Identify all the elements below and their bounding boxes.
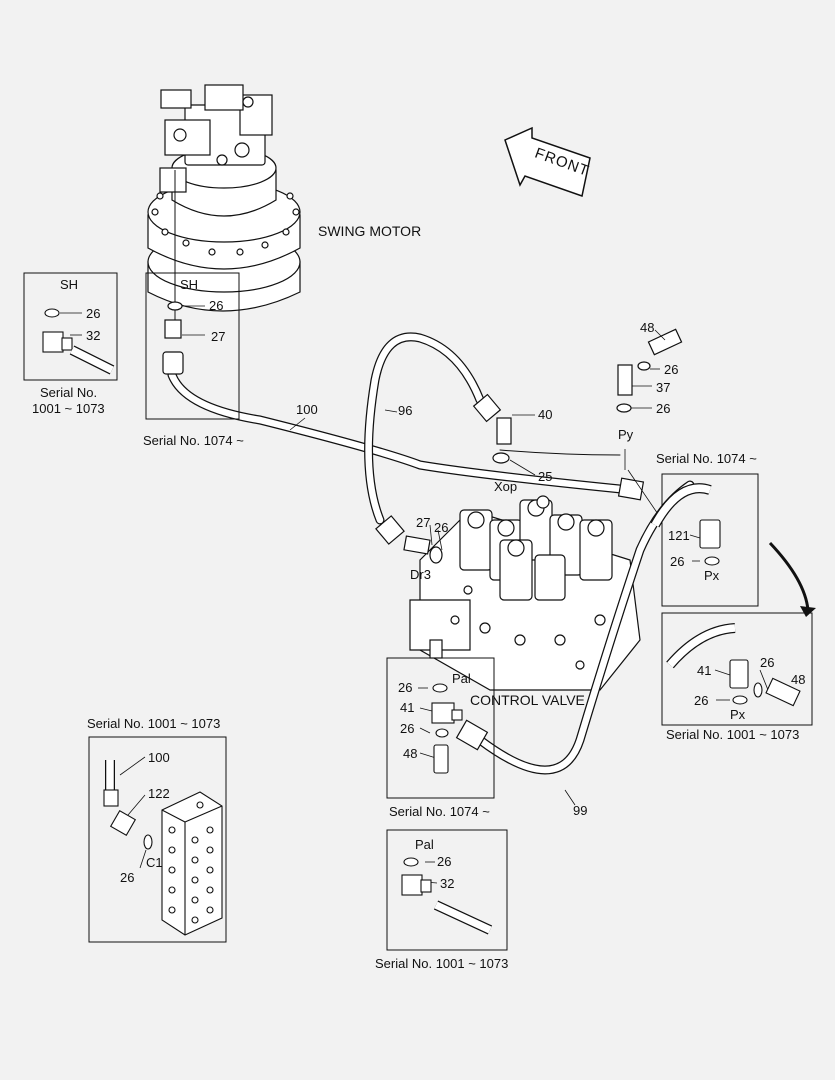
inset-boxes bbox=[23, 272, 813, 951]
inset-pal-1001 bbox=[386, 829, 508, 951]
callout-hose-96: 96 bbox=[398, 403, 412, 418]
callout-motor-27: 27 bbox=[211, 329, 225, 344]
caption-sh-inset-line2: 1001 ~ 1073 bbox=[32, 401, 105, 416]
callout-fitting-40: 40 bbox=[538, 407, 552, 422]
leader-lines bbox=[60, 305, 791, 884]
callout-pal1001-26: 26 bbox=[437, 854, 451, 869]
swing-motor-label: SWING MOTOR bbox=[318, 223, 421, 239]
port-pal-1074: Pal bbox=[452, 671, 471, 686]
callout-c1-122: 122 bbox=[148, 786, 170, 801]
caption-px-1074: Serial No. 1074 ~ bbox=[656, 451, 757, 466]
inset-sh-1074 bbox=[145, 272, 240, 420]
callout-c1-100: 100 bbox=[148, 750, 170, 765]
port-c1: C1 bbox=[146, 855, 163, 870]
callout-px1074-26: 26 bbox=[670, 554, 684, 569]
callout-py-37: 37 bbox=[656, 380, 670, 395]
caption-sh-inset-line1: Serial No. bbox=[40, 385, 97, 400]
control-valve bbox=[409, 495, 641, 691]
port-dr3: Dr3 bbox=[410, 567, 431, 582]
callout-py-48: 48 bbox=[640, 320, 654, 335]
caption-px-1001: Serial No. 1001 ~ 1073 bbox=[666, 727, 799, 742]
port-px-1074: Px bbox=[704, 568, 720, 583]
port-py: Py bbox=[618, 427, 634, 442]
caption-c1: Serial No. 1001 ~ 1073 bbox=[87, 716, 220, 731]
inset-pal-1074 bbox=[386, 657, 495, 799]
callout-sh-inset-26: 26 bbox=[86, 306, 100, 321]
callout-motor-26: 26 bbox=[209, 298, 223, 313]
callout-pal1001-32: 32 bbox=[440, 876, 454, 891]
caption-pal-1074: Serial No. 1074 ~ bbox=[389, 804, 490, 819]
callout-oring-25: 25 bbox=[538, 469, 552, 484]
callout-hose-100: 100 bbox=[296, 402, 318, 417]
port-px-1001: Px bbox=[730, 707, 746, 722]
front-arrow: FRONT bbox=[504, 126, 592, 197]
callout-py-26a: 26 bbox=[664, 362, 678, 377]
callout-pal1074-41: 41 bbox=[400, 700, 414, 715]
callout-hose-99: 99 bbox=[573, 803, 587, 818]
callout-px1074-121: 121 bbox=[668, 528, 690, 543]
callout-pal1074-26b: 26 bbox=[400, 721, 414, 736]
callout-cv-27: 27 bbox=[416, 515, 430, 530]
main-fittings bbox=[162, 301, 683, 751]
inset-c1-1001 bbox=[88, 736, 227, 943]
port-xop: Xop bbox=[494, 479, 517, 494]
inset-px-1074 bbox=[661, 473, 759, 607]
hoses bbox=[167, 332, 695, 775]
caption-pal-1001: Serial No. 1001 ~ 1073 bbox=[375, 956, 508, 971]
callout-px1001-48: 48 bbox=[791, 672, 805, 687]
port-sh-main: SH bbox=[180, 277, 198, 292]
callout-pal1074-48: 48 bbox=[403, 746, 417, 761]
callout-sh-inset-32: 32 bbox=[86, 328, 100, 343]
inset-parts bbox=[42, 308, 801, 936]
port-pal-1001: Pal bbox=[415, 837, 434, 852]
caption-sh-main: Serial No. 1074 ~ bbox=[143, 433, 244, 448]
swing-motor bbox=[147, 84, 301, 330]
callout-cv-26: 26 bbox=[434, 520, 448, 535]
inset-px-1001 bbox=[661, 612, 813, 726]
callout-px1001-26b: 26 bbox=[694, 693, 708, 708]
callout-c1-26: 26 bbox=[120, 870, 134, 885]
control-valve-label: CONTROL VALVE bbox=[470, 692, 585, 708]
callout-py-26b: 26 bbox=[656, 401, 670, 416]
callout-px1001-41: 41 bbox=[697, 663, 711, 678]
callout-pal1074-26a: 26 bbox=[398, 680, 412, 695]
callout-px1001-26a: 26 bbox=[760, 655, 774, 670]
inset-pointer bbox=[768, 541, 810, 611]
inset-sh-1001 bbox=[23, 272, 118, 381]
port-sh-inset: SH bbox=[60, 277, 78, 292]
